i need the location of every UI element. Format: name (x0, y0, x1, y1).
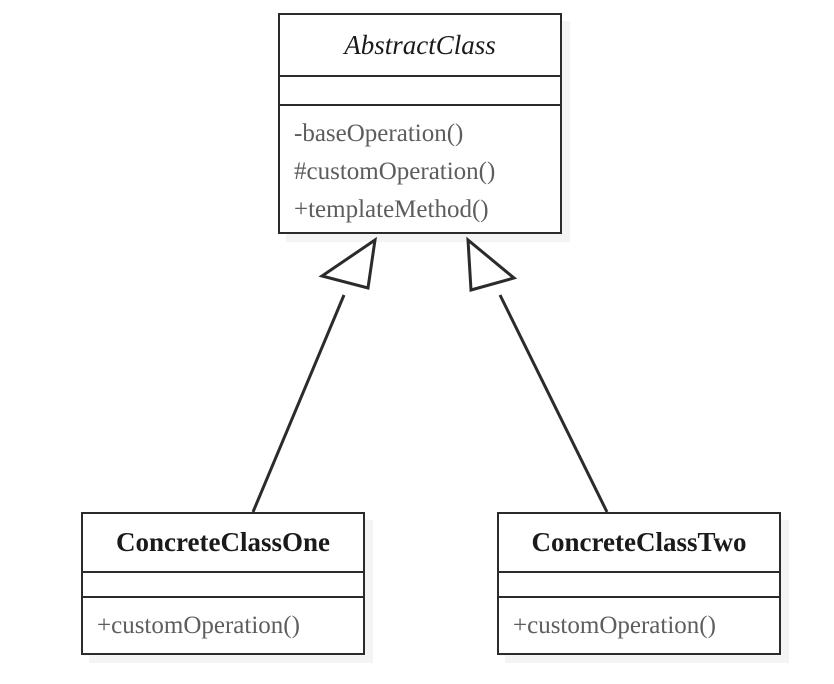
class-operations-compartment-abstract-class: -baseOperation() #customOperation() +tem… (280, 106, 560, 232)
uml-class-abstract-class[interactable]: AbstractClass -baseOperation() #customOp… (278, 13, 562, 234)
operation-base-operation: -baseOperation() (294, 120, 464, 147)
class-attributes-compartment-concrete-class-one (83, 573, 363, 598)
generalization-edge-concrete-two (466, 236, 609, 513)
class-name-abstract-class: AbstractClass (280, 15, 560, 77)
operation-custom-operation: +customOperation() (513, 611, 716, 639)
operation-custom-operation: #customOperation() (294, 158, 496, 185)
class-attributes-compartment-concrete-class-two (499, 573, 779, 598)
uml-class-concrete-class-two[interactable]: ConcreteClassTwo +customOperation() (497, 512, 781, 655)
class-attributes-compartment-abstract-class (280, 77, 560, 106)
generalization-edge-concrete-one (251, 236, 377, 513)
operation-template-method: +templateMethod() (294, 196, 489, 223)
class-name-concrete-class-one: ConcreteClassOne (83, 514, 363, 573)
hollow-triangle-arrowhead-icon (318, 236, 377, 290)
operation-custom-operation: +customOperation() (97, 611, 300, 639)
generalization-line-concrete-one (251, 294, 346, 513)
class-name-concrete-class-two: ConcreteClassTwo (499, 514, 779, 573)
hollow-triangle-arrowhead-icon (466, 236, 518, 292)
generalization-line-concrete-two (498, 294, 609, 513)
uml-class-concrete-class-one[interactable]: ConcreteClassOne +customOperation() (81, 512, 365, 655)
class-operations-compartment-concrete-class-one: +customOperation() (83, 598, 363, 653)
class-operations-compartment-concrete-class-two: +customOperation() (499, 598, 779, 653)
